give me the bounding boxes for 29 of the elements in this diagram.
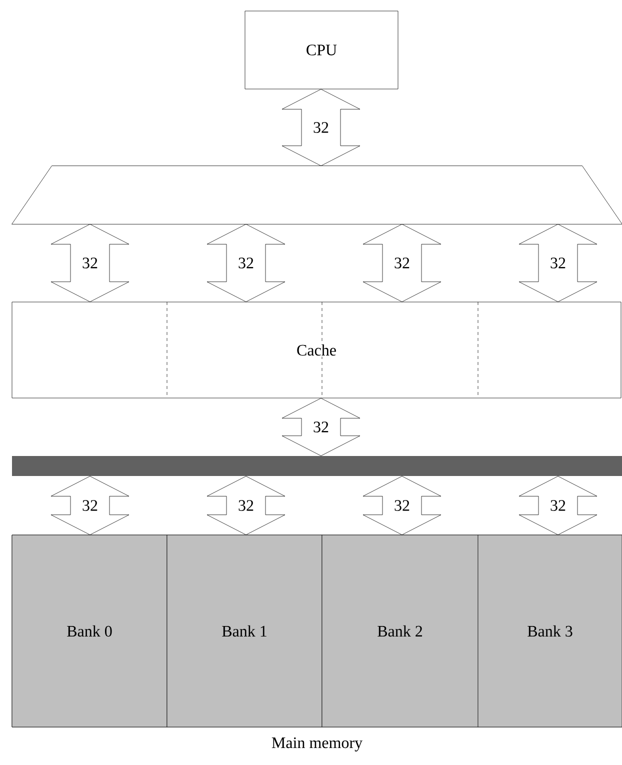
process-box: CPU <box>244 10 398 90</box>
double-arrow <box>362 224 442 302</box>
double-arrow <box>282 89 360 166</box>
edge-label: 32 <box>549 256 567 270</box>
double-arrow <box>206 224 286 302</box>
edge-label: 32 <box>393 499 411 512</box>
edge-label: 32 <box>393 256 411 270</box>
double-arrow <box>362 476 442 535</box>
edge-label: 32 <box>81 499 99 512</box>
bank-box: Bank 3 <box>478 534 622 728</box>
double-arrow <box>282 398 360 456</box>
bank-box: Bank 0 <box>12 534 168 728</box>
bank-box: Bank 2 <box>322 534 478 728</box>
bank-box: Bank 1 <box>166 534 322 728</box>
bus-bar <box>12 456 622 476</box>
edge-label: 32 <box>81 256 99 270</box>
edge-label: 32 <box>312 121 330 134</box>
double-arrow <box>206 476 286 535</box>
edge-label: 32 <box>312 420 330 434</box>
double-arrow <box>518 224 598 302</box>
cache-box: Cache <box>12 302 622 398</box>
double-arrow <box>50 224 130 302</box>
double-arrow <box>50 476 130 535</box>
edge-label: 32 <box>549 499 567 512</box>
double-arrow <box>518 476 598 535</box>
edge-label: 32 <box>237 256 255 270</box>
memory-heading: Main memory <box>272 737 362 752</box>
edge-label: 32 <box>237 499 255 512</box>
crossbar-trapezoid <box>12 166 622 224</box>
